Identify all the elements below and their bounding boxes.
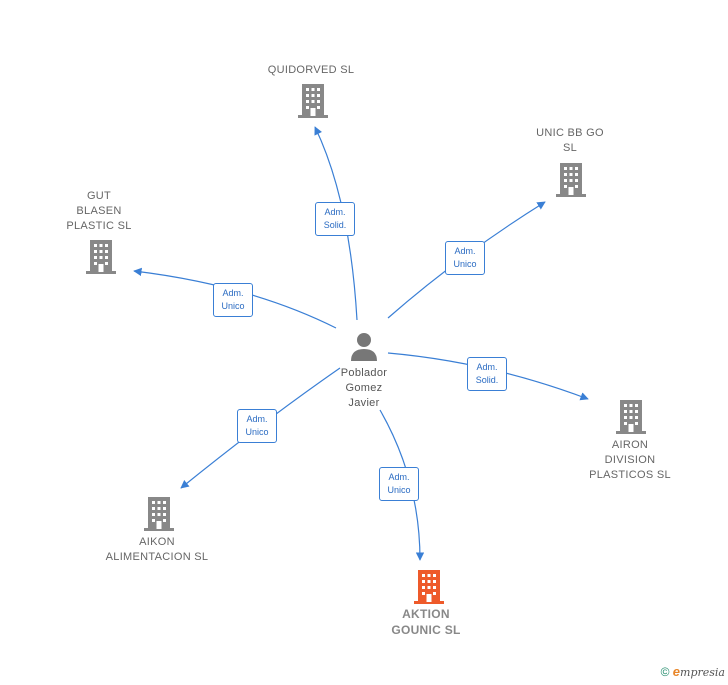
edge-label-airon: Adm. Solid. bbox=[467, 357, 507, 391]
company-label-unic[interactable]: UNIC BB GO SL bbox=[536, 127, 604, 154]
building-icon[interactable] bbox=[556, 163, 586, 197]
edge-label-quidorved: Adm. Solid. bbox=[315, 202, 355, 236]
person-label[interactable]: Poblador Gomez Javier bbox=[340, 367, 388, 409]
company-label-aktion[interactable]: AKTION GOUNIC SL bbox=[391, 607, 461, 637]
building-icon[interactable] bbox=[144, 497, 174, 531]
edge-label-gut: Adm. Unico bbox=[213, 283, 253, 317]
company-label-quidorved[interactable]: QUIDORVED SL bbox=[267, 64, 355, 76]
brand-logo-text: mpresia bbox=[680, 666, 725, 679]
company-label-gut[interactable]: GUT BLASEN PLASTIC SL bbox=[66, 190, 132, 232]
company-label-airon[interactable]: AIRON DIVISION PLASTICOS SL bbox=[589, 439, 671, 481]
person-icon[interactable] bbox=[349, 331, 379, 361]
copyright-icon: © bbox=[660, 665, 670, 679]
brand-footer: © empresia bbox=[661, 664, 725, 679]
edge-label-unic: Adm. Unico bbox=[445, 241, 485, 275]
edge-label-aktion: Adm. Unico bbox=[379, 467, 419, 501]
building-icon[interactable] bbox=[414, 570, 444, 604]
building-icon[interactable] bbox=[616, 400, 646, 434]
building-icon[interactable] bbox=[86, 240, 116, 274]
company-label-aikon[interactable]: AIKON ALIMENTACION SL bbox=[105, 536, 209, 563]
brand-logo-initial: e bbox=[672, 664, 681, 679]
edge-label-aikon: Adm. Unico bbox=[237, 409, 277, 443]
building-icon[interactable] bbox=[298, 84, 328, 118]
